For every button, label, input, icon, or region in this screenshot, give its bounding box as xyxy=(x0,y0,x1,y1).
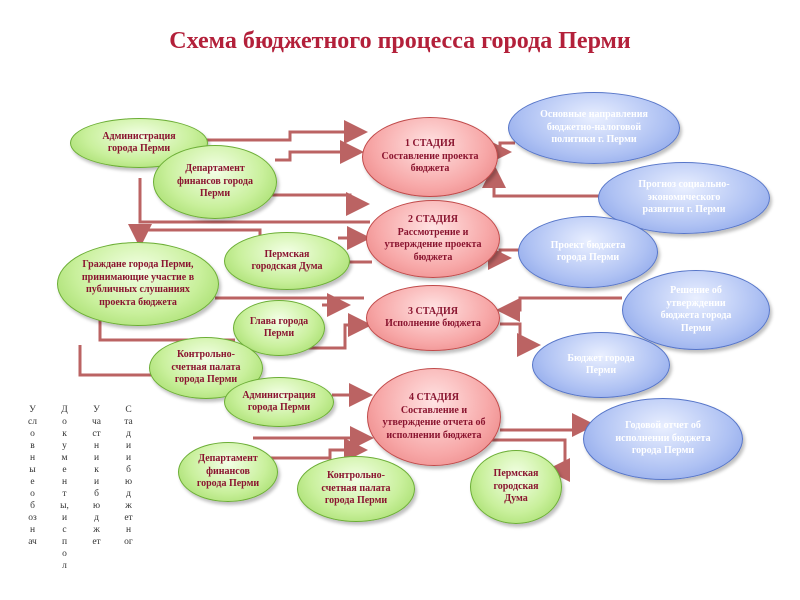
arrow-forecast-to-stage1 xyxy=(482,164,600,198)
legend-participants: Участники бюджет xyxy=(92,405,101,547)
legend-conventions: Условные обознач xyxy=(28,405,37,547)
arrow-draft-to-stage2 xyxy=(488,246,520,270)
arrow-finance-bottom-to-stage4 xyxy=(270,438,368,462)
diagram-title: Схема бюджетного процесса города Перми xyxy=(169,28,631,54)
draft-budget-document: Проект бюджета города Перми xyxy=(518,216,658,288)
arrow-decision-to-stage3 xyxy=(496,296,622,322)
finance-top-participant: Департамент финансов города Перми xyxy=(153,145,277,219)
arrow-finance-to-stage1 xyxy=(275,140,364,164)
duma-mid-participant: Пермская городская Дума xyxy=(224,232,350,290)
arrow-admin-to-stage1 xyxy=(205,120,368,144)
arrow-stage1-down xyxy=(138,178,370,224)
legend-stages: Стадии бюджетног xyxy=(124,405,133,547)
duma-bottom-participant: Пермская городская Дума xyxy=(470,450,562,524)
budget-decision-document: Решение об утверждении бюджета города Пе… xyxy=(622,270,770,350)
arrow-stage3-to-budget xyxy=(500,322,541,357)
stage-1-node: 1 СТАДИЯ Составление проекта бюджета xyxy=(362,117,498,197)
citizens-participant: Граждане города Перми, принимающие участ… xyxy=(57,242,219,326)
stage-2-node: 2 СТАДИЯ Рассмотрение и утверждение прое… xyxy=(366,200,500,278)
arrow-stage4-to-report xyxy=(500,413,596,437)
annual-report-document: Годовой отчет об исполнении бюджета горо… xyxy=(583,398,743,480)
arrow-finance-to-stage2 xyxy=(255,192,370,216)
policy-document: Основные направления бюджетно-налоговой … xyxy=(508,92,680,164)
admin-bottom-participant: Администрация города Перми xyxy=(224,377,334,427)
arrow-stage4-to-duma xyxy=(490,438,570,482)
arrow-policy-to-stage1 xyxy=(488,140,515,164)
finance-bottom-participant: Департамент финансов города Перми xyxy=(178,442,278,502)
city-budget-document: Бюджет города Перми xyxy=(532,332,670,398)
control-bottom-participant: Контрольно- счетная палата города Перми xyxy=(297,456,415,522)
stage-3-node: 3 СТАДИЯ Исполнение бюджета xyxy=(366,285,500,351)
stage-4-node: 4 СТАДИЯ Составление и утверждение отчет… xyxy=(367,368,501,466)
legend-documents: Документы, испол xyxy=(60,405,69,571)
